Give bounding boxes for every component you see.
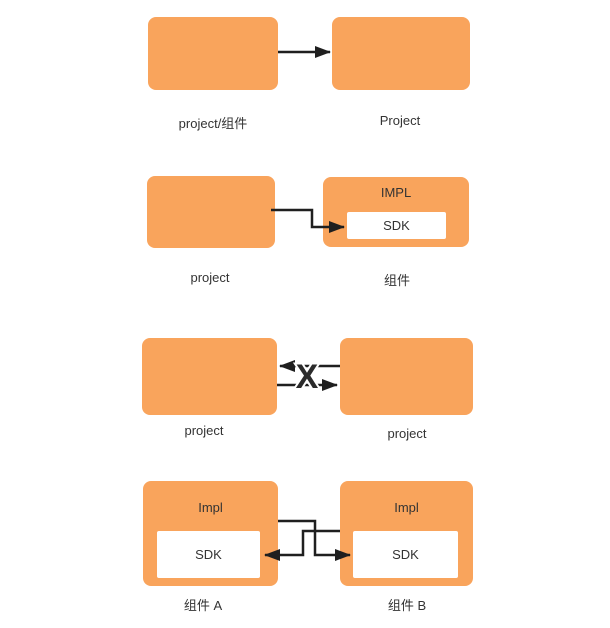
row2-sdk-label: SDK [383,218,410,233]
forbidden-cross-icon: X [296,358,319,396]
row4-impl-title-a: Impl [198,500,223,515]
row3-right-box [340,338,473,415]
row1-left-box [148,17,278,90]
row1-right-box [332,17,470,90]
row4-left-label: 组件 A [183,598,223,613]
row4-sdk-inner-box-a: SDK [157,531,260,578]
row2-impl-title: IMPL [380,185,412,200]
row4-sdk-label-b: SDK [392,547,419,562]
row1-right-label: Project [379,113,421,128]
row3-left-box [142,338,277,415]
row3-right-label: project [387,426,427,441]
row4-box-b: Impl SDK [340,481,473,586]
row4-impl-title-b: Impl [394,500,419,515]
row2-left-box [147,176,275,248]
row4-sdk-inner-box-b: SDK [353,531,458,578]
row4-right-label: 组件 B [387,598,427,613]
row2-right-label: 组件 [383,273,411,288]
row4-sdk-label-a: SDK [195,547,222,562]
row4-box-a: Impl SDK [143,481,278,586]
row2-sdk-inner-box: SDK [347,212,446,239]
row2-left-label: project [190,270,230,285]
row2-right-box: IMPL SDK [323,177,469,247]
row3-left-label: project [184,423,224,438]
row1-left-label: project/组件 [178,116,248,131]
